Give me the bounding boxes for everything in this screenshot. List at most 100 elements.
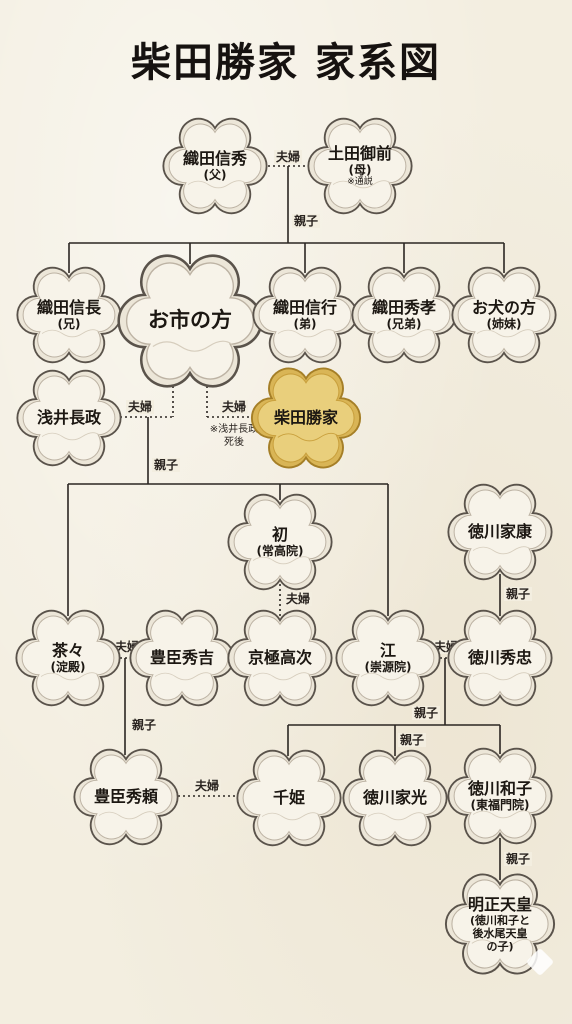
node-nobunaga[interactable]: 織田信長(兄) (16, 266, 122, 364)
flower-icon (335, 609, 441, 707)
node-nobuhide[interactable]: 織田信秀(父) (162, 117, 268, 215)
node-meisho[interactable]: 明正天皇 (徳川和子と 後水尾天皇 の子) (445, 873, 555, 975)
flower-inner-fill (313, 123, 407, 209)
node-hideyori[interactable]: 豊臣秀頼 (73, 748, 179, 846)
node-hidetaka[interactable]: 織田秀孝(兄弟) (351, 266, 457, 364)
flower-inner-fill (22, 272, 116, 358)
flower-wave-pattern (277, 329, 336, 338)
flower-inner-fill (348, 755, 442, 841)
flower-wave-pattern (277, 432, 338, 442)
flower-icon (342, 749, 448, 847)
flower-icon (451, 266, 557, 364)
node-hideyoshi[interactable]: 豊臣秀吉 (129, 609, 235, 707)
flower-icon (252, 266, 358, 364)
flower-inner-fill (453, 615, 547, 701)
flower-icon (251, 367, 361, 469)
flower-inner-fill (22, 375, 116, 461)
flower-icon (307, 117, 413, 215)
flower-wave-pattern (472, 672, 531, 681)
flower-icon (162, 117, 268, 215)
flower-wave-pattern (152, 340, 233, 352)
label-parent-child-go-2: 親子 (398, 733, 427, 747)
flower-wave-pattern (360, 672, 419, 681)
flower-inner-fill (453, 489, 547, 575)
flower-icon (227, 609, 333, 707)
flower-inner-fill (126, 262, 254, 380)
flower-inner-fill (257, 373, 355, 463)
node-go[interactable]: 江(崇源院) (335, 609, 441, 707)
flower-icon (16, 369, 122, 467)
label-couple-katsuie: 夫婦 (220, 400, 249, 414)
flower-icon (15, 609, 121, 707)
flower-inner-fill (357, 272, 451, 358)
katsuie-note-line1: ※浅井長政 (209, 424, 259, 435)
flower-inner-fill (135, 615, 229, 701)
page-title: 柴田勝家 家系図 (131, 39, 441, 86)
label-couple-hatsu: 夫婦 (284, 592, 313, 606)
flower-icon (117, 254, 263, 388)
flower-inner-fill (451, 879, 549, 969)
flower-inner-fill (242, 755, 336, 841)
flower-wave-pattern (154, 672, 213, 681)
node-tsuchida[interactable]: 土田御前(母)※通説 (307, 117, 413, 215)
flower-inner-fill (453, 753, 547, 839)
flower-inner-fill (258, 272, 352, 358)
flower-wave-pattern (476, 329, 535, 338)
node-katsuie[interactable]: 柴田勝家 (251, 367, 361, 469)
flower-inner-fill (21, 615, 115, 701)
node-chacha[interactable]: 茶々(淀殿) (15, 609, 121, 707)
label-couple-nagamasa: 夫婦 (126, 400, 155, 414)
flower-wave-pattern (40, 672, 99, 681)
node-hatsu[interactable]: 初(常高院) (227, 493, 333, 591)
flower-icon (73, 748, 179, 846)
flower-wave-pattern (367, 812, 426, 821)
node-kazuko[interactable]: 徳川和子(東福門院) (447, 747, 553, 845)
flower-icon (447, 609, 553, 707)
flower-inner-fill (233, 615, 327, 701)
flower-icon (129, 609, 235, 707)
label-couple-hideyori: 夫婦 (193, 779, 222, 793)
flower-icon (227, 493, 333, 591)
label-parent-child-ieyasu: 親子 (504, 587, 533, 601)
flower-wave-pattern (471, 938, 532, 948)
node-nobuyuki[interactable]: 織田信行(弟) (252, 266, 358, 364)
label-parent-child-kazuko: 親子 (504, 852, 533, 866)
node-iemitsu[interactable]: 徳川家光 (342, 749, 448, 847)
node-nagamasa[interactable]: 浅井長政 (16, 369, 122, 467)
flower-wave-pattern (376, 329, 435, 338)
label-parent-child-1: 親子 (292, 214, 321, 228)
node-ieyasu[interactable]: 徳川家康 (447, 483, 553, 581)
flower-icon (447, 483, 553, 581)
flower-wave-pattern (252, 556, 311, 565)
flower-inner-fill (341, 615, 435, 701)
flower-wave-pattern (252, 672, 311, 681)
flower-inner-fill (457, 272, 551, 358)
flower-icon (445, 873, 555, 975)
node-senhime[interactable]: 千姫 (236, 749, 342, 847)
node-hidetada[interactable]: 徳川秀忠 (447, 609, 553, 707)
flower-icon (351, 266, 457, 364)
flower-inner-fill (79, 754, 173, 840)
node-oinu[interactable]: お犬の方(姉妹) (451, 266, 557, 364)
flower-wave-pattern (41, 329, 100, 338)
katsuie-note-line2: 死後 (224, 437, 244, 448)
label-parent-child-2: 親子 (152, 458, 181, 472)
flower-icon (447, 747, 553, 845)
label-parent-child-chacha: 親子 (130, 718, 159, 732)
flower-wave-pattern (41, 432, 100, 441)
label-parent-child-go-1: 親子 (412, 706, 441, 720)
flower-wave-pattern (332, 180, 391, 189)
flower-wave-pattern (472, 810, 531, 819)
flower-wave-pattern (98, 811, 157, 820)
flower-icon (236, 749, 342, 847)
katsuie-note: ※浅井長政 死後 (205, 423, 263, 449)
flower-wave-pattern (472, 546, 531, 555)
flower-icon (16, 266, 122, 364)
flower-wave-pattern (261, 812, 320, 821)
flower-inner-fill (233, 499, 327, 585)
flower-inner-fill (168, 123, 262, 209)
label-couple-parents: 夫婦 (274, 150, 303, 164)
node-oichi[interactable]: お市の方 (117, 254, 263, 388)
node-takatsugu[interactable]: 京極高次 (227, 609, 333, 707)
